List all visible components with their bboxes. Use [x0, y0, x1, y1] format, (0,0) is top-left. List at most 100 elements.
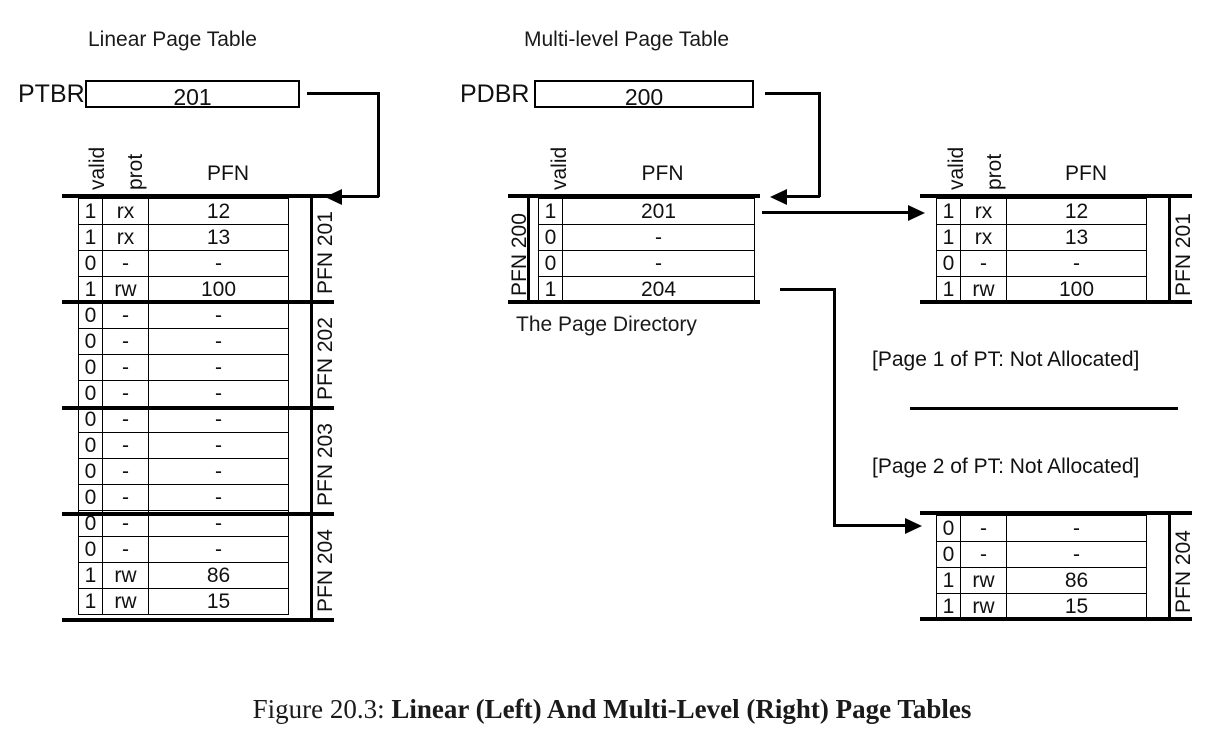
- left-header-pfn: PFN: [207, 162, 249, 185]
- pt201-row-valid: 1: [936, 198, 961, 225]
- pt204-bottom-rule: [920, 617, 1192, 621]
- linear-row-valid: 1: [78, 224, 103, 251]
- linear-row-pfn: -: [148, 406, 289, 433]
- directory-row-valid: 1: [538, 198, 563, 225]
- directory-row-valid: 0: [538, 250, 563, 277]
- linear-row-valid: 1: [78, 276, 103, 303]
- pt201-bottom-rule: [920, 300, 1192, 304]
- left-pfn-label-202: PFN 202: [314, 317, 337, 400]
- pt204-row-pfn: 86: [1006, 567, 1147, 594]
- linear-row-valid: 1: [78, 562, 103, 589]
- left-pfn-label-204: PFN 204: [314, 529, 337, 612]
- linear-row-valid: 0: [78, 354, 103, 381]
- linear-row-pfn: -: [148, 354, 289, 381]
- linear-row-valid: 0: [78, 380, 103, 407]
- directory-bottom-rule: [508, 300, 760, 304]
- linear-row-pfn: -: [148, 432, 289, 459]
- linear-row: 0--: [78, 406, 289, 433]
- pt204-row-prot: -: [960, 515, 1007, 542]
- linear-row-prot: -: [102, 458, 149, 485]
- pt204-top-rule: [920, 511, 1192, 515]
- left-group-divider-1: [62, 300, 334, 304]
- linear-row-pfn: -: [148, 328, 289, 355]
- linear-row-pfn: -: [148, 458, 289, 485]
- directory-row: 0-: [538, 250, 755, 277]
- linear-row-prot: rx: [102, 224, 149, 251]
- pt204-row: 0--: [936, 541, 1147, 568]
- pt201-row-valid: 1: [936, 276, 961, 303]
- ptbr-value-box[interactable]: 201: [85, 80, 300, 110]
- directory-row-pfn: -: [562, 250, 755, 277]
- pt204-row: 0--: [936, 515, 1147, 542]
- linear-row-pfn: -: [148, 484, 289, 511]
- directory-row4-connector-v: [833, 288, 836, 527]
- pt204-row-prot: -: [960, 541, 1007, 568]
- left-pfn-label-201: PFN 201: [314, 211, 337, 294]
- pt201-row-prot: -: [960, 250, 1007, 277]
- pt204-pfn-label: PFN 204: [1172, 530, 1195, 613]
- directory-top-rule: [508, 194, 760, 198]
- linear-row-prot: -: [102, 432, 149, 459]
- pt204-row-prot: rw: [960, 593, 1007, 620]
- pt201-row-pfn: 13: [1006, 224, 1147, 251]
- pt201-pfn-label: PFN 201: [1172, 213, 1195, 296]
- multilevel-page-table-title: Multi-level Page Table: [524, 28, 730, 51]
- pt201-row-valid: 0: [936, 250, 961, 277]
- ptbr-value: 201: [173, 84, 212, 110]
- linear-row-valid: 0: [78, 484, 103, 511]
- linear-row-prot: rw: [102, 588, 149, 615]
- pt201-pfn-rail: [1168, 196, 1171, 302]
- pt201-row-prot: rx: [960, 224, 1007, 251]
- pt201-header-prot: prot: [983, 153, 1006, 190]
- linear-row-valid: 1: [78, 198, 103, 225]
- linear-row-prot: -: [102, 536, 149, 563]
- directory-row4-arrowhead: [905, 518, 922, 534]
- figure-caption-number: Figure 20.3:: [252, 694, 385, 724]
- left-pfn-rail: [310, 196, 313, 622]
- linear-row: 0--: [78, 484, 289, 511]
- pt204-row-valid: 0: [936, 515, 961, 542]
- directory-row-valid: 0: [538, 224, 563, 251]
- page-directory-caption: The Page Directory: [516, 313, 697, 336]
- not-allocated-separator-rule: [910, 407, 1178, 410]
- linear-row-prot: rw: [102, 276, 149, 303]
- directory-row-pfn: -: [562, 224, 755, 251]
- linear-row-prot: -: [102, 380, 149, 407]
- left-header-prot: prot: [124, 153, 147, 190]
- pt204-row-pfn: -: [1006, 541, 1147, 568]
- linear-row-prot: -: [102, 354, 149, 381]
- pdbr-value-box[interactable]: 200: [534, 80, 754, 109]
- pt204-row-valid: 0: [936, 541, 961, 568]
- linear-row: 0--: [78, 536, 289, 563]
- pdbr-label: PDBR: [460, 80, 530, 108]
- linear-row-pfn: -: [148, 536, 289, 563]
- pdbr-connector-v: [818, 92, 821, 197]
- linear-page-table-title: Linear Page Table: [88, 28, 257, 51]
- linear-row-pfn: 100: [148, 276, 289, 303]
- pt204-row-prot: rw: [960, 567, 1007, 594]
- directory-row-pfn: 204: [562, 276, 755, 303]
- directory-row: 0-: [538, 224, 755, 251]
- left-table-top-rule: [62, 194, 334, 198]
- directory-row1-arrowhead: [908, 205, 925, 221]
- left-table-bottom-rule: [62, 618, 334, 622]
- linear-row-pfn: 13: [148, 224, 289, 251]
- linear-row: 0--: [78, 458, 289, 485]
- not-allocated-page1: [Page 1 of PT: Not Allocated]: [872, 348, 1140, 371]
- linear-row: 0--: [78, 432, 289, 459]
